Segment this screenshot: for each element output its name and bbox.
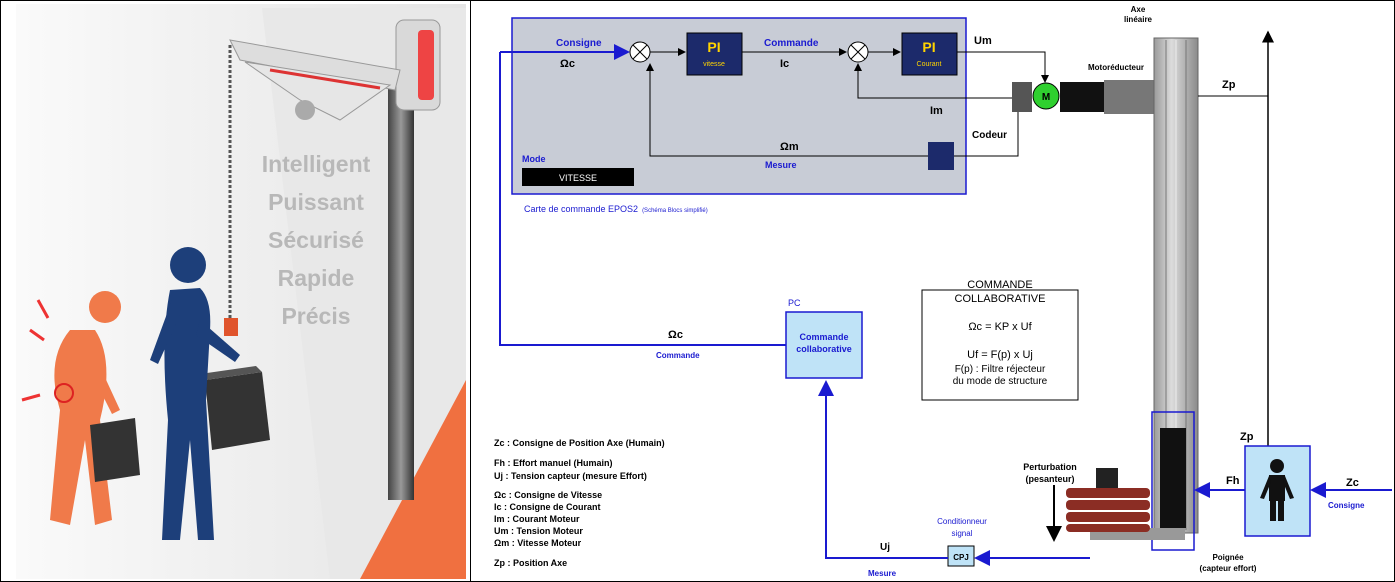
- label-codeur: Codeur: [972, 130, 1007, 141]
- legend-item-4: Ic : Consigne de Courant: [494, 502, 601, 512]
- cond-title2: signal: [952, 529, 973, 538]
- pc-block-line1: Commande: [799, 332, 848, 342]
- label-um: Um: [974, 35, 992, 47]
- label-capteur: (capteur effort): [1200, 564, 1257, 573]
- legend-item-3: Ωc : Consigne de Vitesse: [494, 490, 602, 500]
- pc-block-line2: collaborative: [796, 344, 852, 354]
- label-im: Im: [930, 105, 943, 117]
- label-lineaire: linéaire: [1124, 15, 1153, 24]
- label-consigne: Consigne: [556, 38, 602, 49]
- legend-item-2: Uj : Tension capteur (mesure Effort): [494, 471, 647, 481]
- pi2-title: PI: [922, 39, 935, 55]
- pi1-subtitle: vitesse: [703, 61, 725, 68]
- label-zp-mid: Zp: [1240, 431, 1254, 443]
- legend-item-5: Im : Courant Moteur: [494, 514, 580, 524]
- cpj-label: CPJ: [953, 553, 969, 562]
- label-omega-m: Ωm: [780, 141, 799, 153]
- label-mesure-card: Mesure: [765, 160, 797, 170]
- label-perturbation: Perturbation: [1023, 462, 1077, 472]
- legend-item-8: Zp : Position Axe: [494, 558, 567, 568]
- label-consigne-human: Consigne: [1328, 501, 1365, 510]
- formula-title2: COLLABORATIVE: [955, 293, 1046, 305]
- label-pesanteur: (pesanteur): [1025, 474, 1074, 484]
- legend-item-0: Zc : Consigne de Position Axe (Humain): [494, 438, 665, 448]
- mode-value: VITESSE: [559, 173, 597, 183]
- label-axe: Axe: [1131, 5, 1146, 14]
- legend-item-1: Fh : Effort manuel (Humain): [494, 458, 613, 468]
- label-mesure-bottom: Mesure: [868, 569, 897, 578]
- cond-title1: Conditionneur: [937, 517, 987, 526]
- legend-item-7: Ωm : Vitesse Moteur: [494, 538, 582, 548]
- formula-eq1: Ωc = KP x Uf: [968, 321, 1032, 333]
- label-commande: Commande: [764, 38, 819, 49]
- label-omega-c-pc: Ωc: [668, 329, 683, 341]
- formula-eq2: Uf = F(p) x Uj: [967, 349, 1033, 361]
- pi2-subtitle: Courant: [917, 61, 942, 68]
- formula-eq4: du mode de structure: [953, 376, 1048, 387]
- label-omega-c: Ωc: [560, 58, 575, 70]
- label-uj: Uj: [880, 542, 890, 553]
- formula-eq3: F(p) : Filtre réjecteur: [955, 364, 1046, 375]
- pi1-title: PI: [707, 39, 720, 55]
- motor-label: M: [1042, 92, 1050, 103]
- card-caption: Carte de commande EPOS2 (Schéma Blocs sim…: [524, 204, 708, 214]
- label-commande-pc: Commande: [656, 351, 700, 360]
- label-zp-top: Zp: [1222, 79, 1236, 91]
- card-caption-small: (Schéma Blocs simplifié): [642, 208, 708, 214]
- legend: Zc : Consigne de Position Axe (Humain) F…: [494, 438, 665, 568]
- label-fh: Fh: [1226, 475, 1240, 487]
- card-caption-main: Carte de commande EPOS2: [524, 204, 638, 214]
- label-pc: PC: [788, 298, 801, 308]
- label-ic: Ic: [780, 58, 789, 70]
- label-zc: Zc: [1346, 477, 1359, 489]
- label-mode: Mode: [522, 154, 546, 164]
- formula-title1: COMMANDE: [967, 279, 1032, 291]
- label-poignee: Poignée: [1212, 553, 1244, 562]
- legend-item-6: Um : Tension Moteur: [494, 526, 583, 536]
- label-motoreducteur: Motoréducteur: [1088, 63, 1144, 72]
